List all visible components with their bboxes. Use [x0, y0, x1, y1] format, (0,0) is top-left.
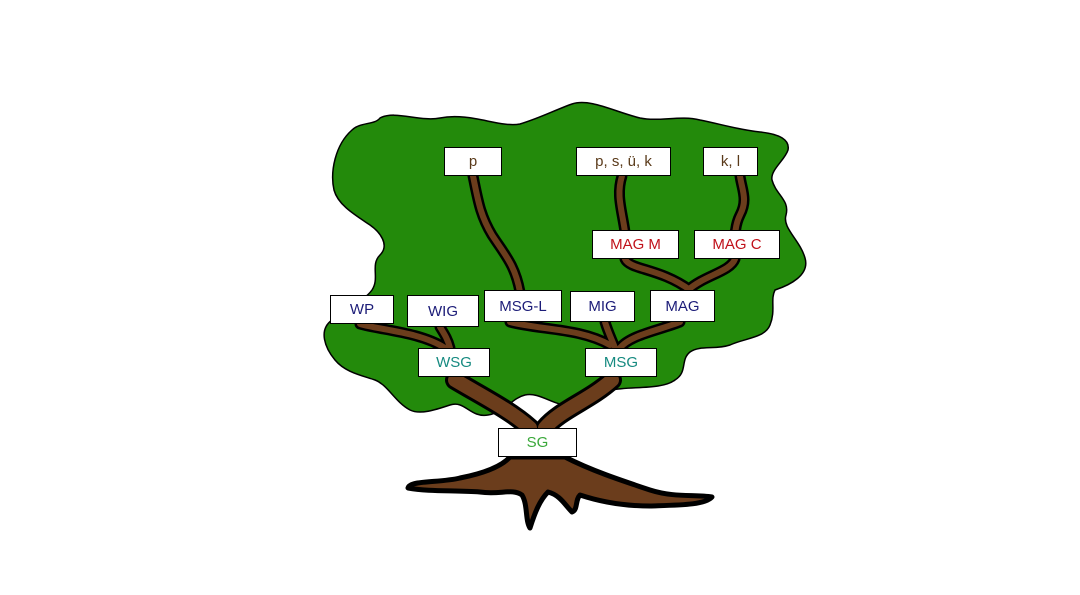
node-wig: WIG: [407, 295, 479, 327]
node-wsg: WSG: [418, 348, 490, 377]
tree-roots: [405, 454, 715, 531]
node-k-l: k, l: [703, 147, 758, 176]
branches: [354, 170, 750, 438]
node-msg-l: MSG-L: [484, 290, 562, 322]
node-mig: MIG: [570, 291, 635, 322]
node-p-s-u-k: p, s, ü, k: [576, 147, 671, 176]
node-sg: SG: [498, 428, 577, 457]
node-msg: MSG: [585, 348, 657, 377]
node-p: p: [444, 147, 502, 176]
node-mag: MAG: [650, 290, 715, 322]
node-mag-m: MAG M: [592, 230, 679, 259]
node-mag-c: MAG C: [694, 230, 780, 259]
node-wp: WP: [330, 295, 394, 324]
